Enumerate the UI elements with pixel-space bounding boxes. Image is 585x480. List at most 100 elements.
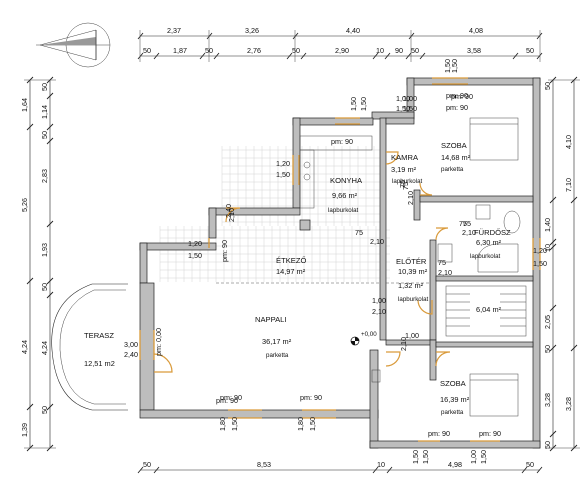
- dimension-lines: [24, 30, 580, 474]
- doors: [153, 151, 451, 373]
- dim-text: 50: [143, 460, 151, 469]
- opening-label: 2,10: [372, 307, 386, 316]
- opening-label: 1,80: [218, 417, 227, 431]
- room-etkezo: ÉTKEZŐ 14,97 m²: [276, 256, 306, 276]
- room-area: 6,30 m²: [476, 238, 502, 247]
- dims-top-inner: 50 1,87 50 2,76 50 2,90 10 90 50 3,58 50: [143, 46, 534, 55]
- room-area: 14,97 m²: [276, 267, 306, 276]
- dim-text: 4,08: [469, 26, 483, 35]
- room-name: SZOBA: [441, 141, 468, 150]
- dim-text: 50: [205, 46, 213, 55]
- opening-label: 1,00: [405, 331, 419, 340]
- dim-text: 50: [543, 82, 552, 90]
- dims-right-outer: 4,10 7,10 3,28: [564, 135, 573, 411]
- dims-right-inner: 50 1,40 10 2,05 50 3,28 50: [543, 82, 552, 449]
- room-floor: parketta: [441, 409, 464, 416]
- room-konyha: KONYHA 9,66 m² lapburkolat: [328, 176, 363, 214]
- dim-text: 2,90: [335, 46, 349, 55]
- opening-label: 1,00: [469, 450, 478, 464]
- dim-text: 3,26: [245, 26, 259, 35]
- opening-label: pm: 90: [331, 137, 353, 146]
- opening-label: pm: 90: [428, 429, 450, 438]
- opening-label: pm: 0,00: [154, 328, 163, 356]
- opening-label: 2,10: [370, 237, 384, 246]
- room-area: 3,19 m²: [391, 165, 417, 174]
- room-name: KAMRA: [391, 153, 419, 162]
- opening-label: 75: [398, 180, 407, 188]
- dims-left-outer: 1,64 5,26 4,24 1,39: [20, 98, 29, 437]
- tile-pattern: [159, 146, 390, 282]
- dim-text: 50: [411, 46, 419, 55]
- room-eloter: ELŐTÉR 10,39 m² 1,32 m² lapburkolat: [396, 257, 429, 303]
- bed-icon: [469, 117, 519, 161]
- opening-label: 1,50: [359, 97, 368, 111]
- opening-label: pm: 90: [220, 393, 242, 402]
- opening-label: pm: 90: [220, 240, 229, 262]
- level-label: +0,00: [361, 331, 377, 338]
- opening-label: pm: 90: [451, 92, 473, 101]
- room-name: NAPPALI: [255, 315, 287, 324]
- room-area: 16,39 m²: [440, 395, 470, 404]
- room-floor: parketta: [441, 166, 464, 173]
- opening-label: 1,00: [403, 94, 417, 103]
- dim-text: 3,58: [467, 46, 481, 55]
- room-name: FÜRDŐSZ: [474, 228, 511, 237]
- opening-label: 1,50: [403, 104, 417, 113]
- dim-text: 4,10: [564, 135, 573, 149]
- dim-text: 50: [292, 46, 300, 55]
- dim-text: 10: [543, 244, 552, 252]
- dim-text: 50: [543, 345, 552, 353]
- opening-label: 2,10: [438, 268, 452, 277]
- opening-label: 1,80: [296, 417, 305, 431]
- dim-text: 7,10: [564, 178, 573, 192]
- bed-icon: [469, 373, 519, 417]
- dim-text: 10: [377, 460, 385, 469]
- room-stair: 6,04 m²: [476, 305, 502, 314]
- opening-label: 75: [459, 219, 467, 228]
- dim-text: 1,39: [20, 423, 29, 437]
- bathroom-fixtures: [437, 204, 521, 273]
- opening-label: pm: 90: [216, 396, 238, 405]
- dim-text: 4,24: [40, 341, 49, 355]
- room-kamra: KAMRA 3,19 m² lapburkolat: [391, 153, 423, 185]
- dim-text: 4,24: [20, 340, 29, 354]
- room-area: 6,04 m²: [476, 305, 502, 314]
- opening-label: 1,50: [188, 251, 202, 260]
- opening-label: 1,20: [533, 246, 547, 255]
- opening-label: 2,10: [227, 208, 236, 222]
- dim-text: 4,98: [448, 460, 462, 469]
- opening-label: 1,50: [230, 417, 239, 431]
- room-name: KONYHA: [330, 176, 363, 185]
- north-arrow-icon: [36, 22, 111, 68]
- room-furdosz: FÜRDŐSZ 6,30 m² lapburkolat: [470, 228, 511, 260]
- opening-label: pm: 90: [300, 393, 322, 402]
- dim-text: 1,87: [173, 46, 187, 55]
- dim-text: 2,37: [167, 26, 181, 35]
- opening-label: 1,50: [349, 97, 358, 111]
- opening-label: 2,40: [224, 204, 233, 218]
- opening-label: pm: 90: [479, 429, 501, 438]
- opening-label: 75: [401, 182, 410, 190]
- level-marker-icon: [350, 336, 360, 346]
- dim-text: 10: [376, 46, 384, 55]
- dim-text: 2,83: [40, 169, 49, 183]
- dims-left-inner: 50 1,14 50 2,83 1,93 50 4,24 50: [40, 83, 49, 414]
- dim-text: 1,64: [20, 98, 29, 112]
- room-area: 12,51 m2: [84, 359, 115, 368]
- dim-text: 5,26: [20, 198, 29, 212]
- dim-text: 50: [40, 83, 49, 91]
- dim-text: 90: [395, 46, 403, 55]
- opening-label: pm: 90: [446, 103, 468, 112]
- opening-label: 2,10: [406, 191, 415, 205]
- terrace-outline: [51, 283, 128, 411]
- dim-text: 2,76: [247, 46, 261, 55]
- dim-text: 4,40: [346, 26, 360, 35]
- opening-label: 1,50: [411, 450, 420, 464]
- opening-label: 1,50: [443, 59, 452, 73]
- opening-label: 1,00: [396, 94, 410, 103]
- room-area: 9,66 m²: [332, 191, 358, 200]
- room-name: TERASZ: [84, 331, 114, 340]
- dim-text: 50: [40, 131, 49, 139]
